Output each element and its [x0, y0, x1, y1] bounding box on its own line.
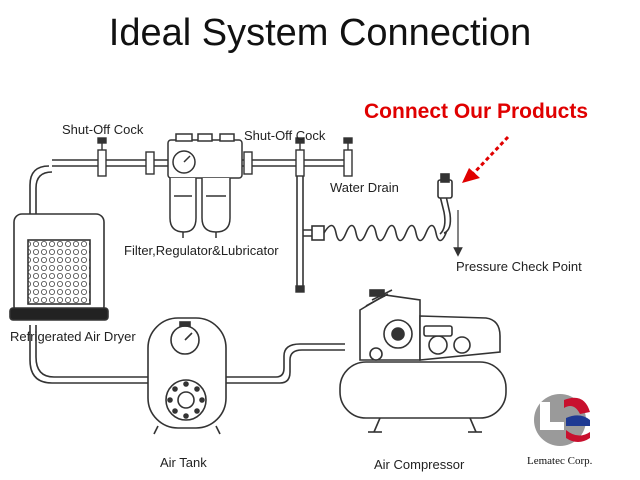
water-drain-valve [295, 285, 305, 293]
water-drain-label: Water Drain [330, 180, 399, 195]
dryer-label: Refrigerated Air Dryer [10, 329, 136, 344]
frl-unit [167, 133, 243, 238]
air-tank [147, 317, 227, 435]
page-title: Ideal System Connection [108, 12, 532, 54]
air-compressor [339, 289, 507, 433]
lematec-logo [534, 394, 590, 446]
pressure-check-label: Pressure Check Point [456, 259, 582, 274]
air-compressor-label: Air Compressor [374, 457, 465, 472]
connect-products-callout: Connect Our Products [364, 100, 589, 123]
frl-label: Filter,Regulator&Lubricator [124, 243, 279, 258]
refrigerated-dryer [9, 213, 109, 321]
shutoff-cock-left-label: Shut-Off Cock [62, 122, 144, 137]
coil-hose [311, 173, 453, 242]
air-tank-label: Air Tank [160, 455, 207, 470]
shutoff-cock-right-label: Shut-Off Cock [244, 128, 326, 143]
shutoff-cock-left [97, 137, 155, 177]
brand-name: Lematec Corp. [527, 455, 593, 467]
shutoff-cock-right [243, 137, 353, 177]
callout-arrow [462, 135, 510, 183]
